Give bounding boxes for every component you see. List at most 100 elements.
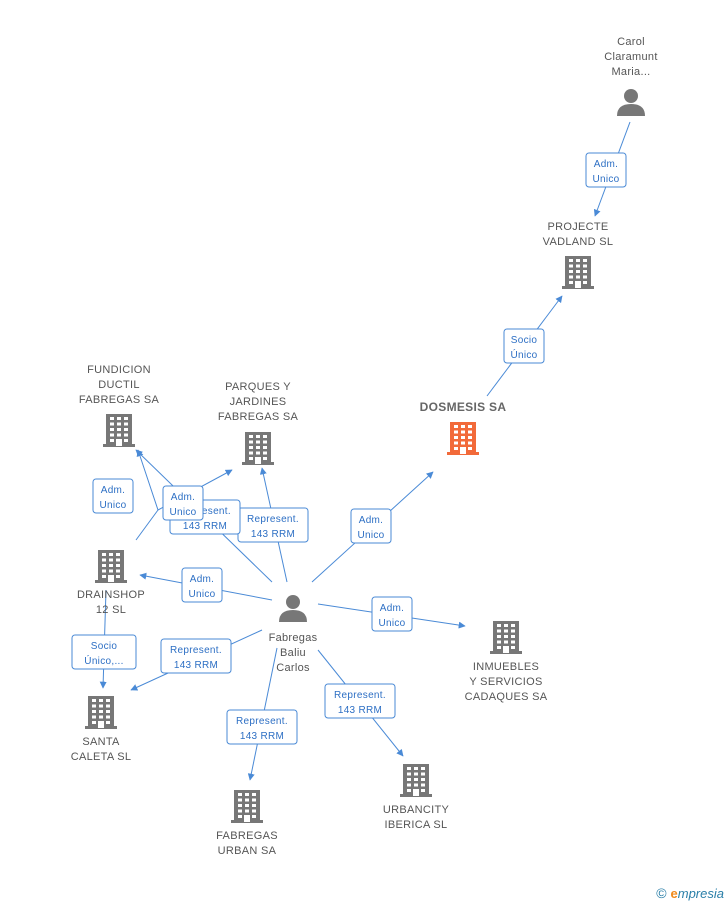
edge-label-box bbox=[181, 567, 223, 603]
edge-labels-layer: Adm.UnicoSocioÚnicoAdm.UnicoRepresent.14… bbox=[71, 152, 627, 745]
node-label: Carol bbox=[617, 36, 645, 48]
node-label: 12 SL bbox=[96, 604, 126, 616]
node-label: PARQUES Y bbox=[225, 381, 291, 393]
building-icon bbox=[242, 432, 274, 465]
edge-label-text: Represent. bbox=[170, 645, 222, 656]
node-urban[interactable]: FABREGAS URBAN SA bbox=[216, 790, 278, 857]
edge-label[interactable]: Represent. 143 RRM bbox=[324, 683, 396, 719]
edge-label[interactable]: Adm. Unico bbox=[181, 567, 223, 603]
edge-label-box bbox=[71, 634, 137, 670]
node-label: JARDINES bbox=[230, 396, 287, 408]
edge-label-text: 143 RRM bbox=[240, 731, 284, 742]
node-label: Maria... bbox=[611, 66, 650, 78]
edge-label-text: 143 RRM bbox=[174, 660, 218, 671]
edge-label[interactable]: Represent. 143 RRM bbox=[226, 709, 298, 745]
node-label: DUCTIL bbox=[98, 379, 140, 391]
edge-label-box bbox=[503, 328, 545, 364]
node-drainshop[interactable]: DRAINSHOP 12 SL bbox=[77, 550, 145, 616]
edge-label-box bbox=[162, 485, 204, 521]
building-icon bbox=[85, 696, 117, 729]
node-label: Fabregas bbox=[269, 632, 318, 644]
node-fundicion[interactable]: FUNDICION DUCTIL FABREGAS SA bbox=[79, 364, 160, 447]
brand-name: mpresia bbox=[677, 886, 724, 901]
node-label: URBANCITY bbox=[383, 804, 450, 816]
node-label: FABREGAS bbox=[216, 830, 278, 842]
edge-label-text: Unico bbox=[357, 530, 384, 541]
edge-label-text: Unico bbox=[169, 507, 196, 518]
edge-label-text: 143 RRM bbox=[338, 705, 382, 716]
node-label: Y SERVICIOS bbox=[469, 676, 542, 688]
building-icon bbox=[447, 422, 479, 455]
edge-label-text: Adm. bbox=[380, 603, 405, 614]
node-label: Baliu bbox=[280, 647, 306, 659]
brand-initial: e bbox=[670, 886, 678, 901]
node-label: Claramunt bbox=[604, 51, 657, 63]
edge-label-box bbox=[226, 709, 298, 745]
edge-label-text: Único bbox=[510, 348, 537, 361]
node-santa[interactable]: SANTA CALETA SL bbox=[71, 696, 132, 763]
node-label: FUNDICION bbox=[87, 364, 151, 376]
node-projecte[interactable]: PROJECTE VADLAND SL bbox=[543, 221, 614, 289]
person-icon bbox=[279, 595, 307, 622]
building-icon bbox=[562, 256, 594, 289]
node-label: CALETA SL bbox=[71, 751, 132, 763]
node-label: FABREGAS SA bbox=[218, 411, 299, 423]
edge-label-text: Unico bbox=[378, 618, 405, 629]
footer-brand[interactable]: ©empresia bbox=[656, 885, 724, 901]
edge-drainshop-fundicion bbox=[136, 450, 159, 541]
node-dosmesis[interactable]: DOSMESIS SA bbox=[420, 400, 507, 455]
edge-label-text: Unico bbox=[592, 174, 619, 185]
edge-label-box bbox=[324, 683, 396, 719]
edge-label-text: Represent. bbox=[236, 716, 288, 727]
building-icon bbox=[103, 414, 135, 447]
node-label: VADLAND SL bbox=[543, 236, 614, 248]
edge-label[interactable]: Adm. Unico bbox=[371, 596, 413, 632]
node-label: DRAINSHOP bbox=[77, 589, 145, 601]
person-icon bbox=[617, 89, 645, 116]
node-label: CADAQUES SA bbox=[465, 691, 548, 703]
edge-label-box bbox=[160, 638, 232, 674]
node-label: DOSMESIS SA bbox=[420, 400, 507, 414]
node-inmuebles[interactable]: INMUEBLES Y SERVICIOS CADAQUES SA bbox=[465, 621, 548, 703]
edge-label-box bbox=[585, 152, 627, 188]
node-label: URBAN SA bbox=[218, 845, 277, 857]
edge-label-box bbox=[371, 596, 413, 632]
building-icon bbox=[95, 550, 127, 583]
edge-label-text: Unico bbox=[188, 589, 215, 600]
edge-label[interactable]: Represent. 143 RRM bbox=[160, 638, 232, 674]
building-icon bbox=[231, 790, 263, 823]
edge-label-text: Socio bbox=[91, 641, 118, 652]
edge-label-text: Adm. bbox=[359, 515, 384, 526]
node-label: INMUEBLES bbox=[473, 661, 539, 673]
edge-label[interactable]: Adm.Unico bbox=[162, 485, 204, 521]
edge-label-text: Adm. bbox=[190, 574, 215, 585]
edge-label-text: Represent. bbox=[334, 690, 386, 701]
edge-label-text: Unico bbox=[99, 500, 126, 511]
edge-label[interactable]: Adm. Unico bbox=[585, 152, 627, 188]
edge-label-text: 143 RRM bbox=[183, 521, 227, 532]
node-label: PROJECTE bbox=[547, 221, 608, 233]
node-carol[interactable]: CarolClaramuntMaria... bbox=[604, 36, 657, 116]
edge-label-text: 143 RRM bbox=[251, 529, 295, 540]
edge-label-text: Adm. bbox=[101, 485, 126, 496]
edge-label-text: Único,... bbox=[84, 654, 123, 667]
building-icon bbox=[400, 764, 432, 797]
edge-label-box bbox=[350, 508, 392, 544]
edge-label-text: Socio bbox=[511, 335, 538, 346]
edge-label-text: Represent. bbox=[179, 506, 231, 517]
edge-label[interactable]: SocioÚnico,... bbox=[71, 634, 137, 670]
node-parques[interactable]: PARQUES Y JARDINES FABREGAS SA bbox=[218, 381, 299, 465]
node-label: FABREGAS SA bbox=[79, 394, 160, 406]
edge-label[interactable]: Adm. Unico bbox=[350, 508, 392, 544]
building-icon bbox=[490, 621, 522, 654]
edge-label[interactable]: Adm. Unico bbox=[92, 478, 134, 514]
edge-label-text: Adm. bbox=[594, 159, 619, 170]
edge-label[interactable]: Represent. 143 RRM bbox=[237, 507, 309, 543]
edge-label-text: Represent. bbox=[247, 514, 299, 525]
node-label: SANTA bbox=[82, 736, 120, 748]
